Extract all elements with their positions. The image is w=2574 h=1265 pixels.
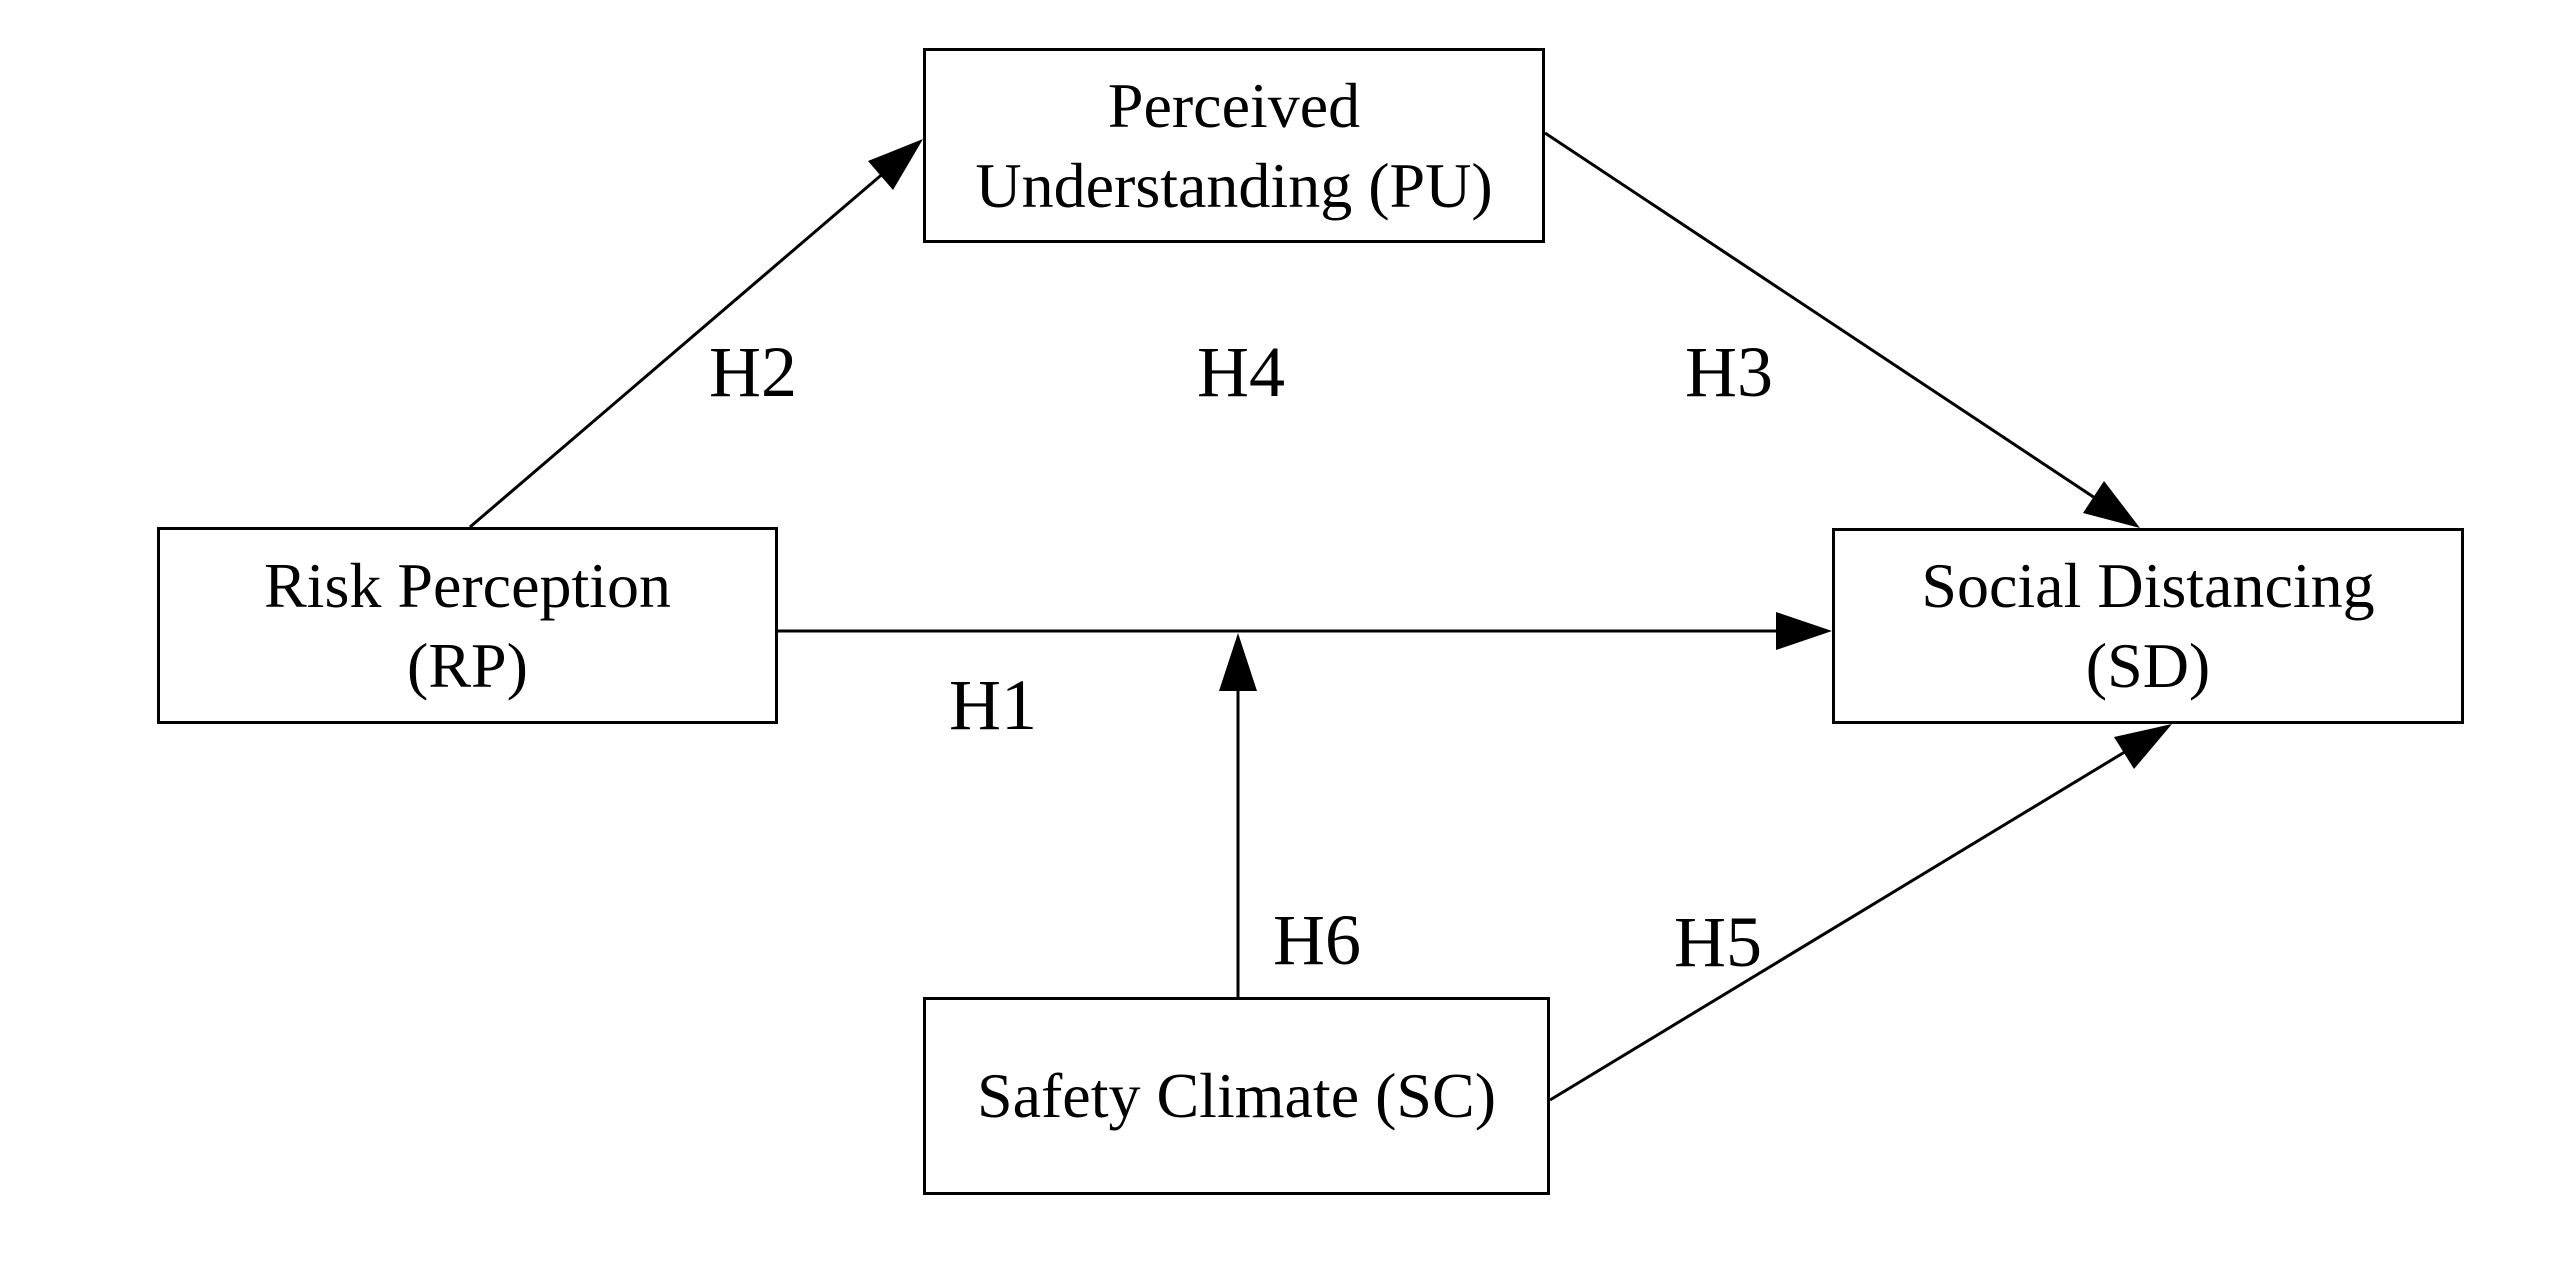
node-safety-climate: Safety Climate (SC) [923, 997, 1550, 1195]
edge-label-h6: H6 [1273, 900, 1361, 980]
arrow-h6 [1219, 633, 1257, 997]
node-safety-climate-label: Safety Climate (SC) [976, 1060, 1497, 1131]
node-social-distancing-label: Social Distancing (SD) [1921, 550, 2375, 701]
arrow-h1 [778, 612, 1832, 650]
arrow-h5 [1549, 724, 2172, 1102]
arrow-h2 [469, 139, 923, 529]
node-risk-perception-label: Risk Perception (RP) [263, 549, 672, 701]
node-social-distancing: Social Distancing (SD) [1832, 528, 2464, 724]
edge-label-h4: H4 [1197, 332, 1285, 412]
edge-label-h1: H1 [949, 665, 1037, 745]
node-risk-perception: Risk Perception (RP) [157, 527, 778, 724]
edge-label-h3: H3 [1685, 332, 1773, 412]
node-perceived-understanding: Perceived Understanding (PU) [923, 48, 1545, 243]
edge-label-h2: H2 [709, 332, 797, 412]
edge-label-h5: H5 [1674, 902, 1762, 982]
arrow-h3 [1544, 131, 2140, 528]
node-perceived-understanding-label: Perceived Understanding (PU) [975, 69, 1493, 221]
